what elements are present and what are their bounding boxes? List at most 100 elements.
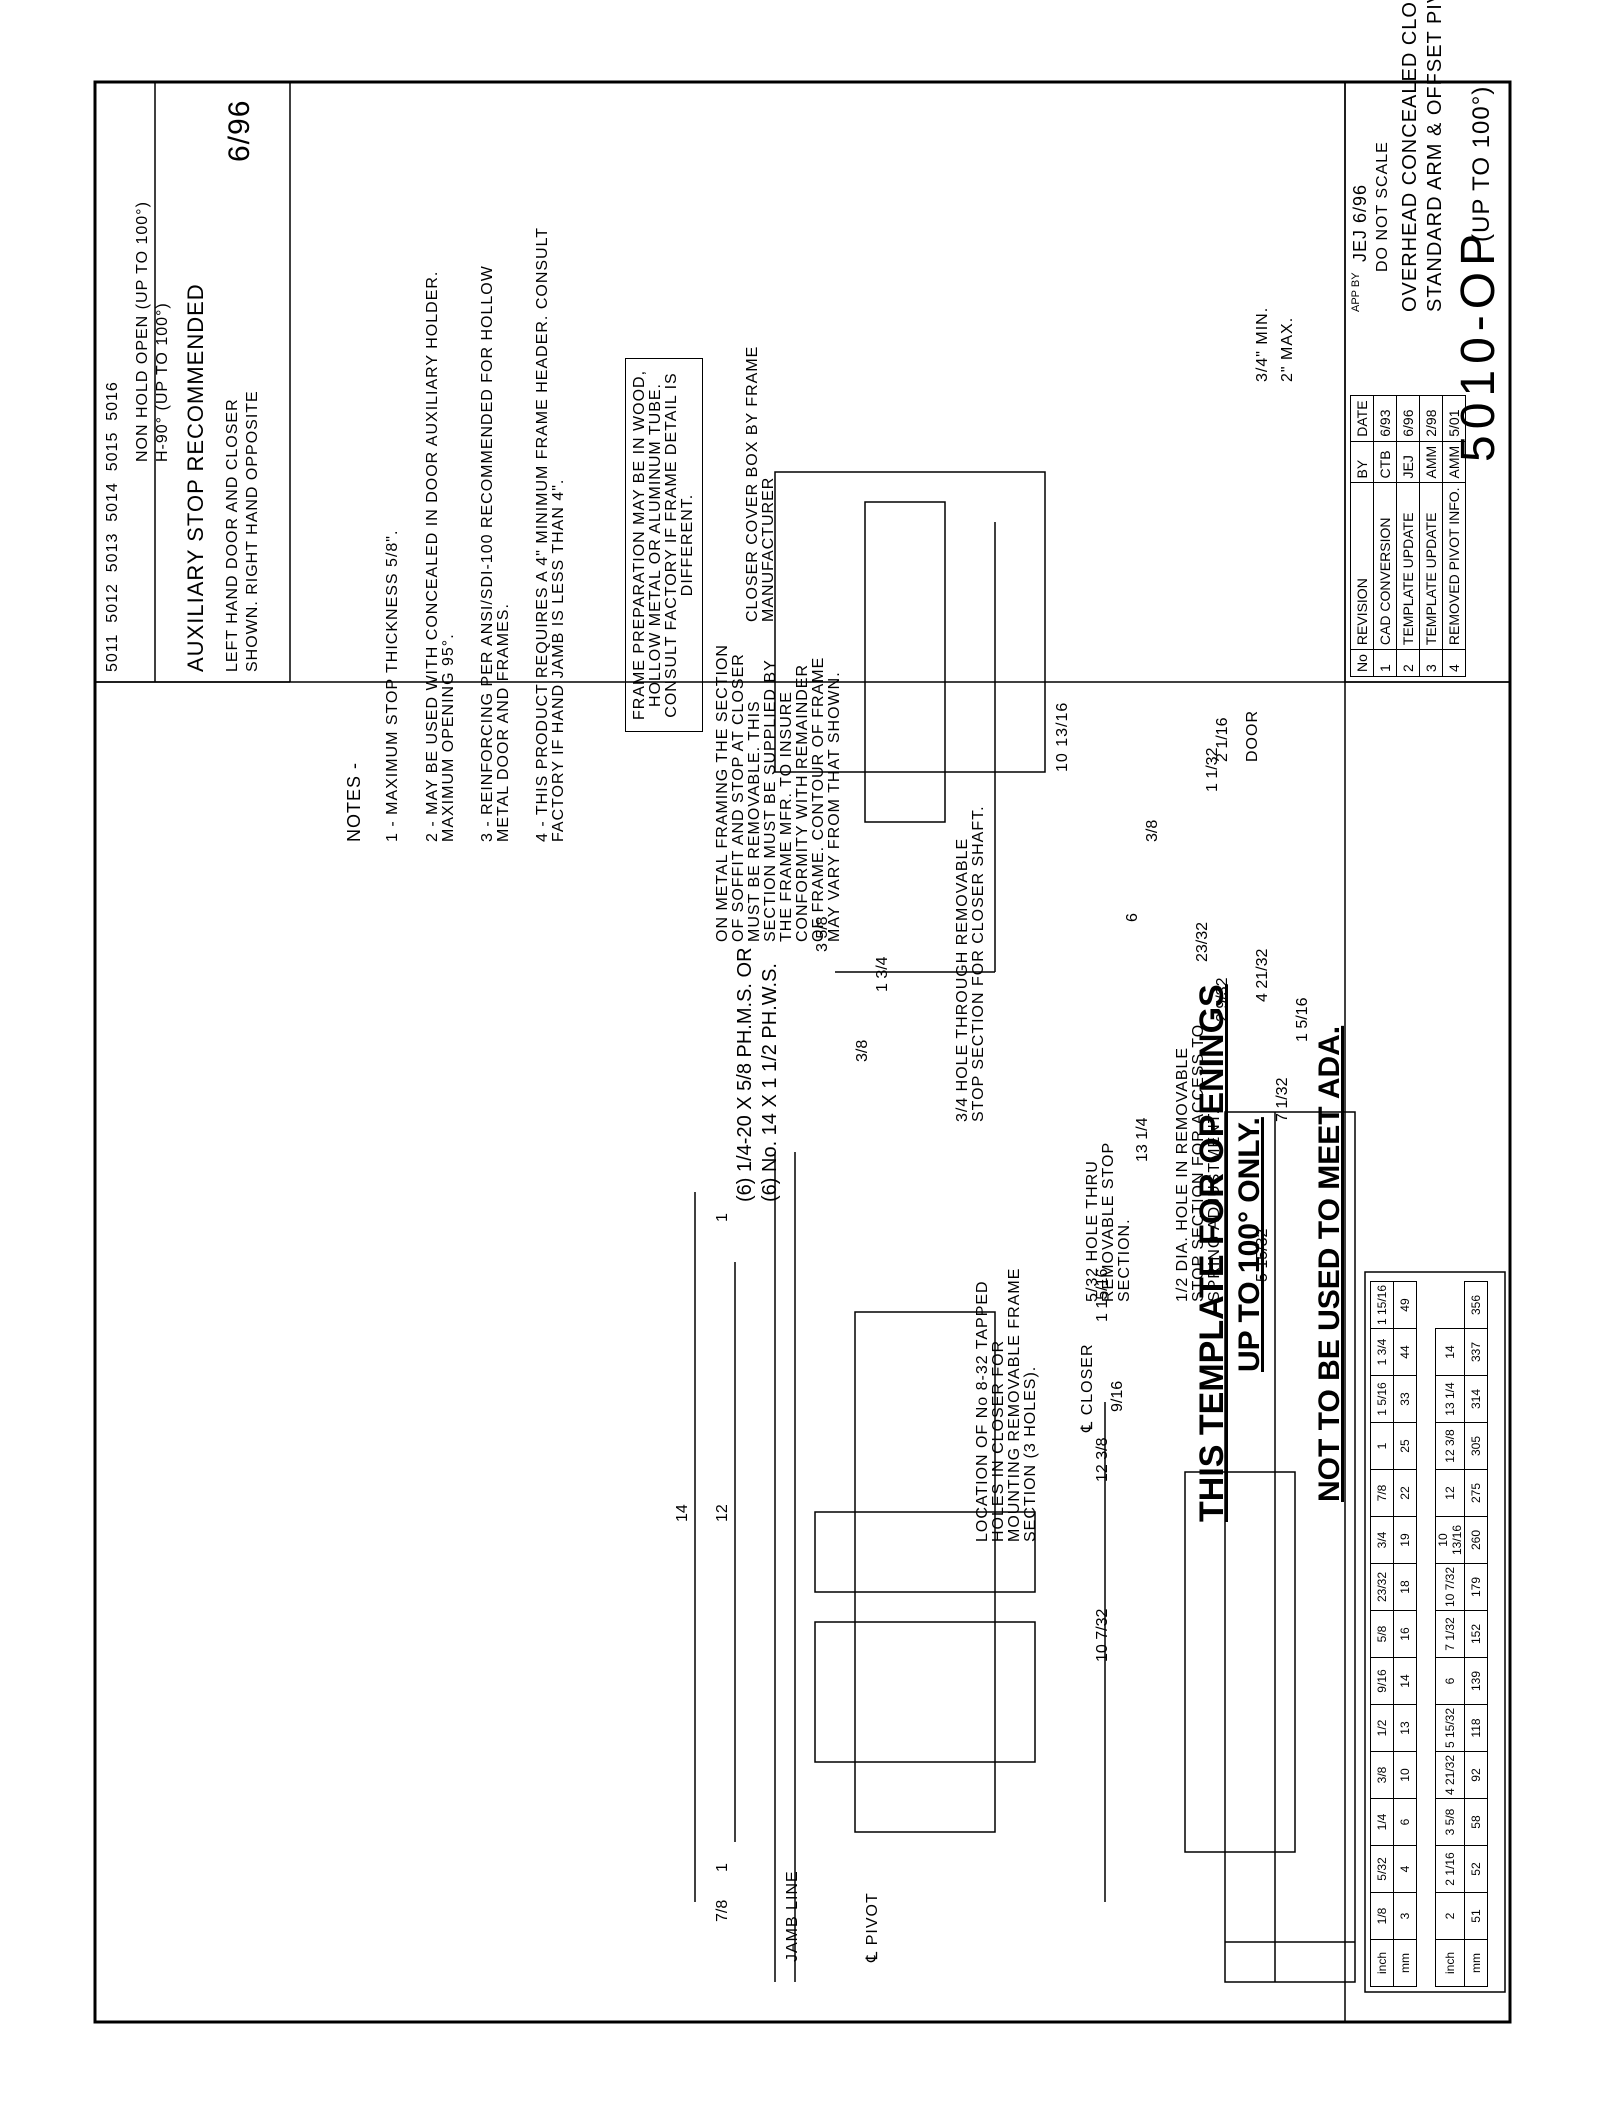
part-suffix: (UP TO 100°) (1468, 85, 1495, 242)
rev-cell: 2/98 (1419, 395, 1443, 442)
conversion-cell: 14 (1435, 1328, 1465, 1376)
conversion-cell: 33 (1393, 1375, 1417, 1423)
rev-cell: 4 (1442, 649, 1466, 677)
conversion-cell: 1/2 (1370, 1704, 1394, 1752)
dim-4-21-32: 4 21/32 (1254, 948, 1271, 1002)
dim-7-1-32: 7 1/32 (1274, 1077, 1291, 1122)
conversion-cell: 19 (1393, 1516, 1417, 1564)
rev-col-by: BY (1350, 441, 1374, 483)
conversion-cell: 4 21/32 (1435, 1751, 1465, 1799)
description-1: OVERHEAD CONCEALED CLOSER WITH (1399, 0, 1421, 312)
conversion-cell: 314 (1464, 1375, 1488, 1423)
rev-cell: 6/96 (1396, 395, 1420, 442)
model-number: 5012 (104, 583, 121, 623)
title-date: 6/96 (223, 99, 256, 162)
conversion-cell: 6 (1393, 1798, 1417, 1846)
warning-line-1: THIS TEMPLATE FOR OPENINGS (1193, 984, 1231, 1522)
conversion-cell: 7/8 (1370, 1469, 1394, 1517)
dim-7-8: 7/8 (714, 1899, 731, 1922)
app-by-label: APP BY (1350, 272, 1362, 312)
conversion-cell: 25 (1393, 1422, 1417, 1470)
frame-prep-note: FRAME PREPARATION MAY BE IN WOOD, HOLLOW… (625, 358, 703, 732)
conversion-cell: 23/32 (1370, 1563, 1394, 1611)
conversion-cell: 5 15/32 (1435, 1704, 1465, 1752)
conversion-cell: mm (1464, 1939, 1488, 1987)
description-2: STANDARD ARM & OFFSET PIVOTS (1424, 0, 1446, 312)
note-item: 3 - REINFORCING PER ANSI/SDI-100 RECOMME… (479, 265, 512, 842)
5-32-hole-note: 5/32 HOLE THRU REMOVABLE STOP SECTION. (1084, 1142, 1133, 1302)
framing-note: ON METAL FRAMING THE SECTION OF SOFFIT A… (714, 644, 843, 942)
conversion-cell: 275 (1464, 1469, 1488, 1517)
3-4-hole-note: 3/4 HOLE THROUGH REMOVABLE STOP SECTION … (954, 805, 987, 1122)
dim-6: 6 (1124, 913, 1141, 922)
table-row: 2 TEMPLATE UPDATE JEJ 6/96 (1396, 395, 1420, 677)
rev-cell: 3 (1419, 649, 1443, 677)
pivot-label: ℄ PIVOT (864, 1892, 881, 1962)
conversion-cell: 9/16 (1370, 1657, 1394, 1705)
closer-centerline: ℄ CLOSER (1079, 1343, 1096, 1432)
conversion-cell: 51 (1464, 1892, 1488, 1940)
door-label: DOOR (1244, 710, 1261, 762)
conversion-cell: 1 3/4 (1370, 1328, 1394, 1376)
conversion-cell: 92 (1464, 1751, 1488, 1799)
note-item: 4 - THIS PRODUCT REQUIRES A 4" MINIMUM F… (534, 227, 567, 842)
conversion-cell: 118 (1464, 1704, 1488, 1752)
rev-cell: REMOVED PIVOT INFO. (1442, 482, 1466, 650)
conversion-cell: 1 (1370, 1422, 1394, 1470)
conversion-cell: 152 (1464, 1610, 1488, 1658)
do-not-scale: DO NOT SCALE (1374, 141, 1391, 272)
conversion-cell: 3/4 (1370, 1516, 1394, 1564)
rev-cell: 2 (1396, 649, 1420, 677)
rev-cell: CAD CONVERSION (1373, 482, 1397, 650)
conversion-cell: 1 5/16 (1370, 1375, 1394, 1423)
conversion-cell: 7 1/32 (1435, 1610, 1465, 1658)
rev-cell: JEJ (1396, 441, 1420, 483)
conversion-cell: 18 (1393, 1563, 1417, 1611)
conversion-cell: mm (1393, 1939, 1417, 1987)
model-number: 5011 (104, 633, 121, 672)
conversion-cell: 16 (1393, 1610, 1417, 1658)
model-number: 5014 (104, 482, 121, 522)
model-number: 5013 (104, 532, 121, 573)
conversion-cell: 6 (1435, 1657, 1465, 1705)
conversion-cell: 58 (1464, 1798, 1488, 1846)
conversion-cell: 1 15/16 (1370, 1281, 1394, 1329)
rev-col-date: DATE (1350, 395, 1374, 442)
screw-spec-1: (6) 1/4-20 X 5/8 PH.M.S. OR (734, 947, 756, 1202)
dim-23-32: 23/32 (1194, 921, 1211, 962)
rev-cell: CTB (1373, 441, 1397, 483)
hold-open-2: H-90° (UP TO 100°) (154, 302, 171, 462)
rev-col-no: No (1350, 649, 1374, 677)
screw-spec-2: (6) No. 14 X 1 1/2 PH.W.S. (759, 963, 781, 1202)
conversion-cell: 13 (1393, 1704, 1417, 1752)
part-number: 5010-OP (1452, 227, 1505, 462)
cover-box-note: CLOSER COVER BOX BY FRAME MANUFACTURER (744, 345, 777, 622)
dim-3-5-8: 3 5/8 (814, 916, 831, 952)
jamb-line-label: JAMB LINE (784, 1870, 801, 1962)
dim-3-8-elev: 3/8 (854, 1039, 871, 1062)
model-list: 5011 5012 5013 5014 5015 5016 (104, 381, 121, 672)
dim-1-right: 1 (714, 1213, 731, 1222)
conversion-cell: 13 1/4 (1435, 1375, 1465, 1423)
conversion-cell: 179 (1464, 1563, 1488, 1611)
conversion-cell: 5/32 (1370, 1845, 1394, 1893)
hold-open-1: NON HOLD OPEN (UP TO 100°) (134, 201, 151, 462)
rev-cell: 6/93 (1373, 395, 1397, 442)
conversion-cell: 3 5/8 (1435, 1798, 1465, 1846)
note-item: 1 - MAXIMUM STOP THICKNESS 5/8". (384, 529, 401, 842)
conversion-cell: 260 (1464, 1516, 1488, 1564)
rev-cell: 1 (1373, 649, 1397, 677)
dim-1-15-16: 1 15/16 (1094, 1268, 1111, 1322)
warning-line-3: NOT TO BE USED TO MEET ADA. (1313, 1025, 1346, 1502)
conversion-cell: 3 (1393, 1892, 1417, 1940)
table-row: 3 TEMPLATE UPDATE AMM 2/98 (1419, 395, 1443, 677)
conversion-cell: 12 3/8 (1435, 1422, 1465, 1470)
conversion-cell: 305 (1464, 1422, 1488, 1470)
dim-1-left: 1 (714, 1863, 731, 1872)
